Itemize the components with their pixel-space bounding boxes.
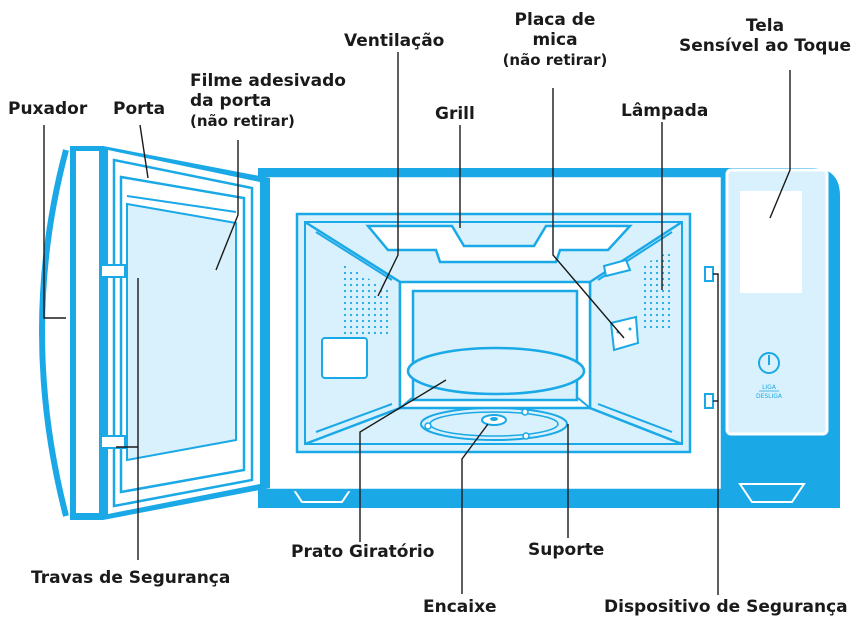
power-sublabel: DESLIGA <box>756 393 783 400</box>
oven-cavity <box>249 174 724 492</box>
label-puxador: Puxador <box>8 99 88 119</box>
turntable-plate <box>406 346 586 396</box>
safety-latch-bottom <box>100 435 126 449</box>
label-tela-line2: Sensível ao Toque <box>678 36 852 56</box>
label-filme-note: (não retirar) <box>190 112 295 130</box>
label-placa-line1: Placa de <box>514 10 596 30</box>
door-handle[interactable] <box>39 149 69 517</box>
label-lampada: Lâmpada <box>621 101 709 121</box>
label-filme-adesivado: Filme adesivado da porta (não retirar) <box>190 71 346 131</box>
coupler <box>481 414 507 426</box>
label-dispositivo-de-seguranca: Dispositivo de Segurança <box>604 597 848 617</box>
label-prato-giratorio: Prato Giratório <box>291 542 435 562</box>
safety-latch-top <box>100 264 126 278</box>
control-panel: LIGA DESLIGA <box>725 168 829 436</box>
label-tela-line1: Tela <box>745 16 785 36</box>
label-placa-de-mica: Placa de mica (não retirar) <box>490 10 620 70</box>
label-grill: Grill <box>435 104 475 124</box>
safety-device-top <box>704 266 714 282</box>
leader-lines <box>43 52 791 595</box>
vent-right <box>640 250 672 328</box>
label-placa-note: (não retirar) <box>502 51 608 69</box>
label-placa-line2: mica <box>532 30 578 50</box>
power-icon[interactable] <box>758 352 780 374</box>
label-ventilacao: Ventilação <box>344 31 445 51</box>
label-travas-de-seguranca: Travas de Segurança <box>31 568 231 588</box>
label-encaixe: Encaixe <box>423 597 497 617</box>
label-filme-line2: da porta <box>190 91 272 111</box>
label-tela: Tela Sensível ao Toque <box>672 16 858 56</box>
label-filme-line1: Filme adesivado <box>190 71 346 91</box>
vent-left <box>344 264 388 338</box>
mica-plate <box>609 315 640 352</box>
safety-device-bottom <box>704 393 714 409</box>
door-window <box>126 202 237 462</box>
label-porta: Porta <box>113 99 166 119</box>
roller-support <box>420 407 568 441</box>
label-suporte: Suporte <box>528 540 605 560</box>
power-label: LIGA <box>762 384 777 391</box>
door[interactable] <box>70 146 270 520</box>
grill-element <box>365 224 633 264</box>
touch-screen[interactable] <box>740 191 802 293</box>
